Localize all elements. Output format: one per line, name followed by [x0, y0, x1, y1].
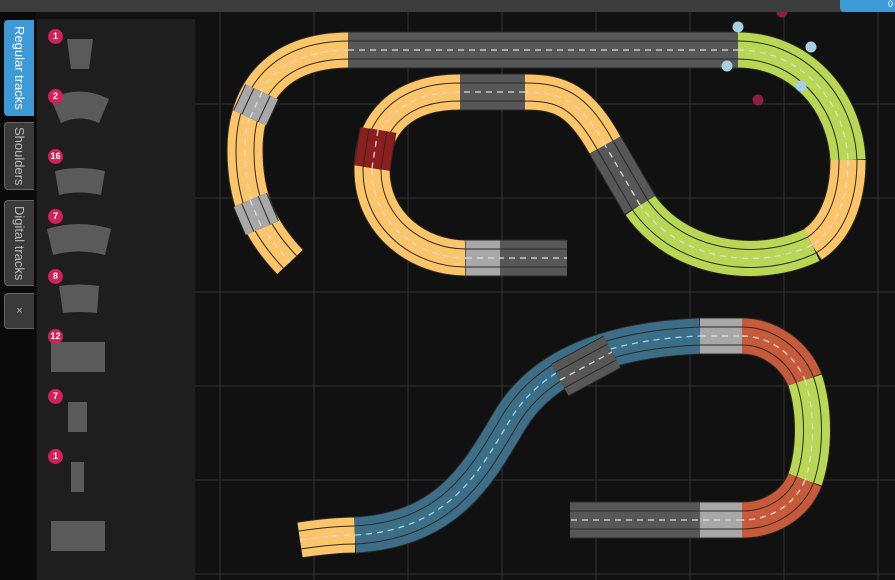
top-bar: 0: [0, 0, 895, 12]
tab-label: Shoulders: [12, 126, 27, 186]
connection-point-handle[interactable]: [795, 80, 807, 92]
connection-point-handle[interactable]: [721, 60, 733, 72]
piece-count-badge: 1: [48, 29, 63, 44]
piece-count-badge: 16: [48, 149, 63, 164]
track-canvas[interactable]: [195, 12, 895, 580]
track-segment[interactable]: [624, 193, 821, 277]
track-segment[interactable]: [226, 31, 351, 275]
track-segment[interactable]: [233, 84, 279, 126]
top-right-button[interactable]: 0: [840, 0, 895, 12]
track-segment[interactable]: [589, 135, 656, 215]
tab-label: Regular tracks: [12, 26, 27, 110]
palette-track-piece[interactable]: [51, 342, 105, 372]
palette-track-piece[interactable]: [51, 91, 109, 124]
palette-track-piece[interactable]: [71, 462, 84, 492]
piece-count-badge: 1: [48, 449, 63, 464]
piece-count-badge: 7: [48, 209, 63, 224]
close-icon: ×: [16, 305, 23, 317]
track-segment[interactable]: [232, 192, 280, 236]
category-tabs: Regular tracks Shoulders Digital tracks …: [0, 12, 36, 580]
track-segment[interactable]: [741, 472, 823, 539]
connection-point-handle[interactable]: [805, 41, 817, 53]
tab-label: Digital tracks: [12, 205, 27, 281]
open-end-marker[interactable]: [776, 12, 788, 18]
piece-count-badge: 2: [48, 89, 63, 104]
track-segment[interactable]: [801, 159, 867, 261]
palette-track-piece[interactable]: [67, 39, 93, 69]
track-segment[interactable]: [353, 317, 701, 554]
tab-digital-tracks[interactable]: Digital tracks: [4, 200, 34, 286]
track-segment[interactable]: [524, 73, 622, 155]
track-segment[interactable]: [551, 335, 621, 397]
palette-track-piece[interactable]: [55, 168, 105, 195]
palette-pieces: [47, 39, 111, 551]
piece-count-badge: 12: [48, 329, 63, 344]
palette-track-piece[interactable]: [47, 224, 111, 255]
piece-count-badge: 8: [48, 269, 63, 284]
palette-track-piece[interactable]: [68, 402, 87, 432]
open-end-marker[interactable]: [752, 94, 764, 106]
track-segment[interactable]: [740, 317, 823, 388]
close-tab-button[interactable]: ×: [4, 293, 34, 329]
track-segment[interactable]: [787, 374, 831, 486]
track-segment[interactable]: [353, 73, 466, 277]
track-segment[interactable]: [353, 127, 397, 171]
palette-track-piece[interactable]: [51, 521, 105, 551]
tab-regular-tracks[interactable]: Regular tracks: [4, 20, 34, 116]
track-segment[interactable]: [297, 516, 356, 559]
track-segment[interactable]: [737, 31, 867, 162]
connection-point-handle[interactable]: [732, 21, 744, 33]
tab-shoulders[interactable]: Shoulders: [4, 122, 34, 190]
palette-track-piece[interactable]: [59, 284, 99, 314]
piece-count-badge: 7: [48, 389, 63, 404]
